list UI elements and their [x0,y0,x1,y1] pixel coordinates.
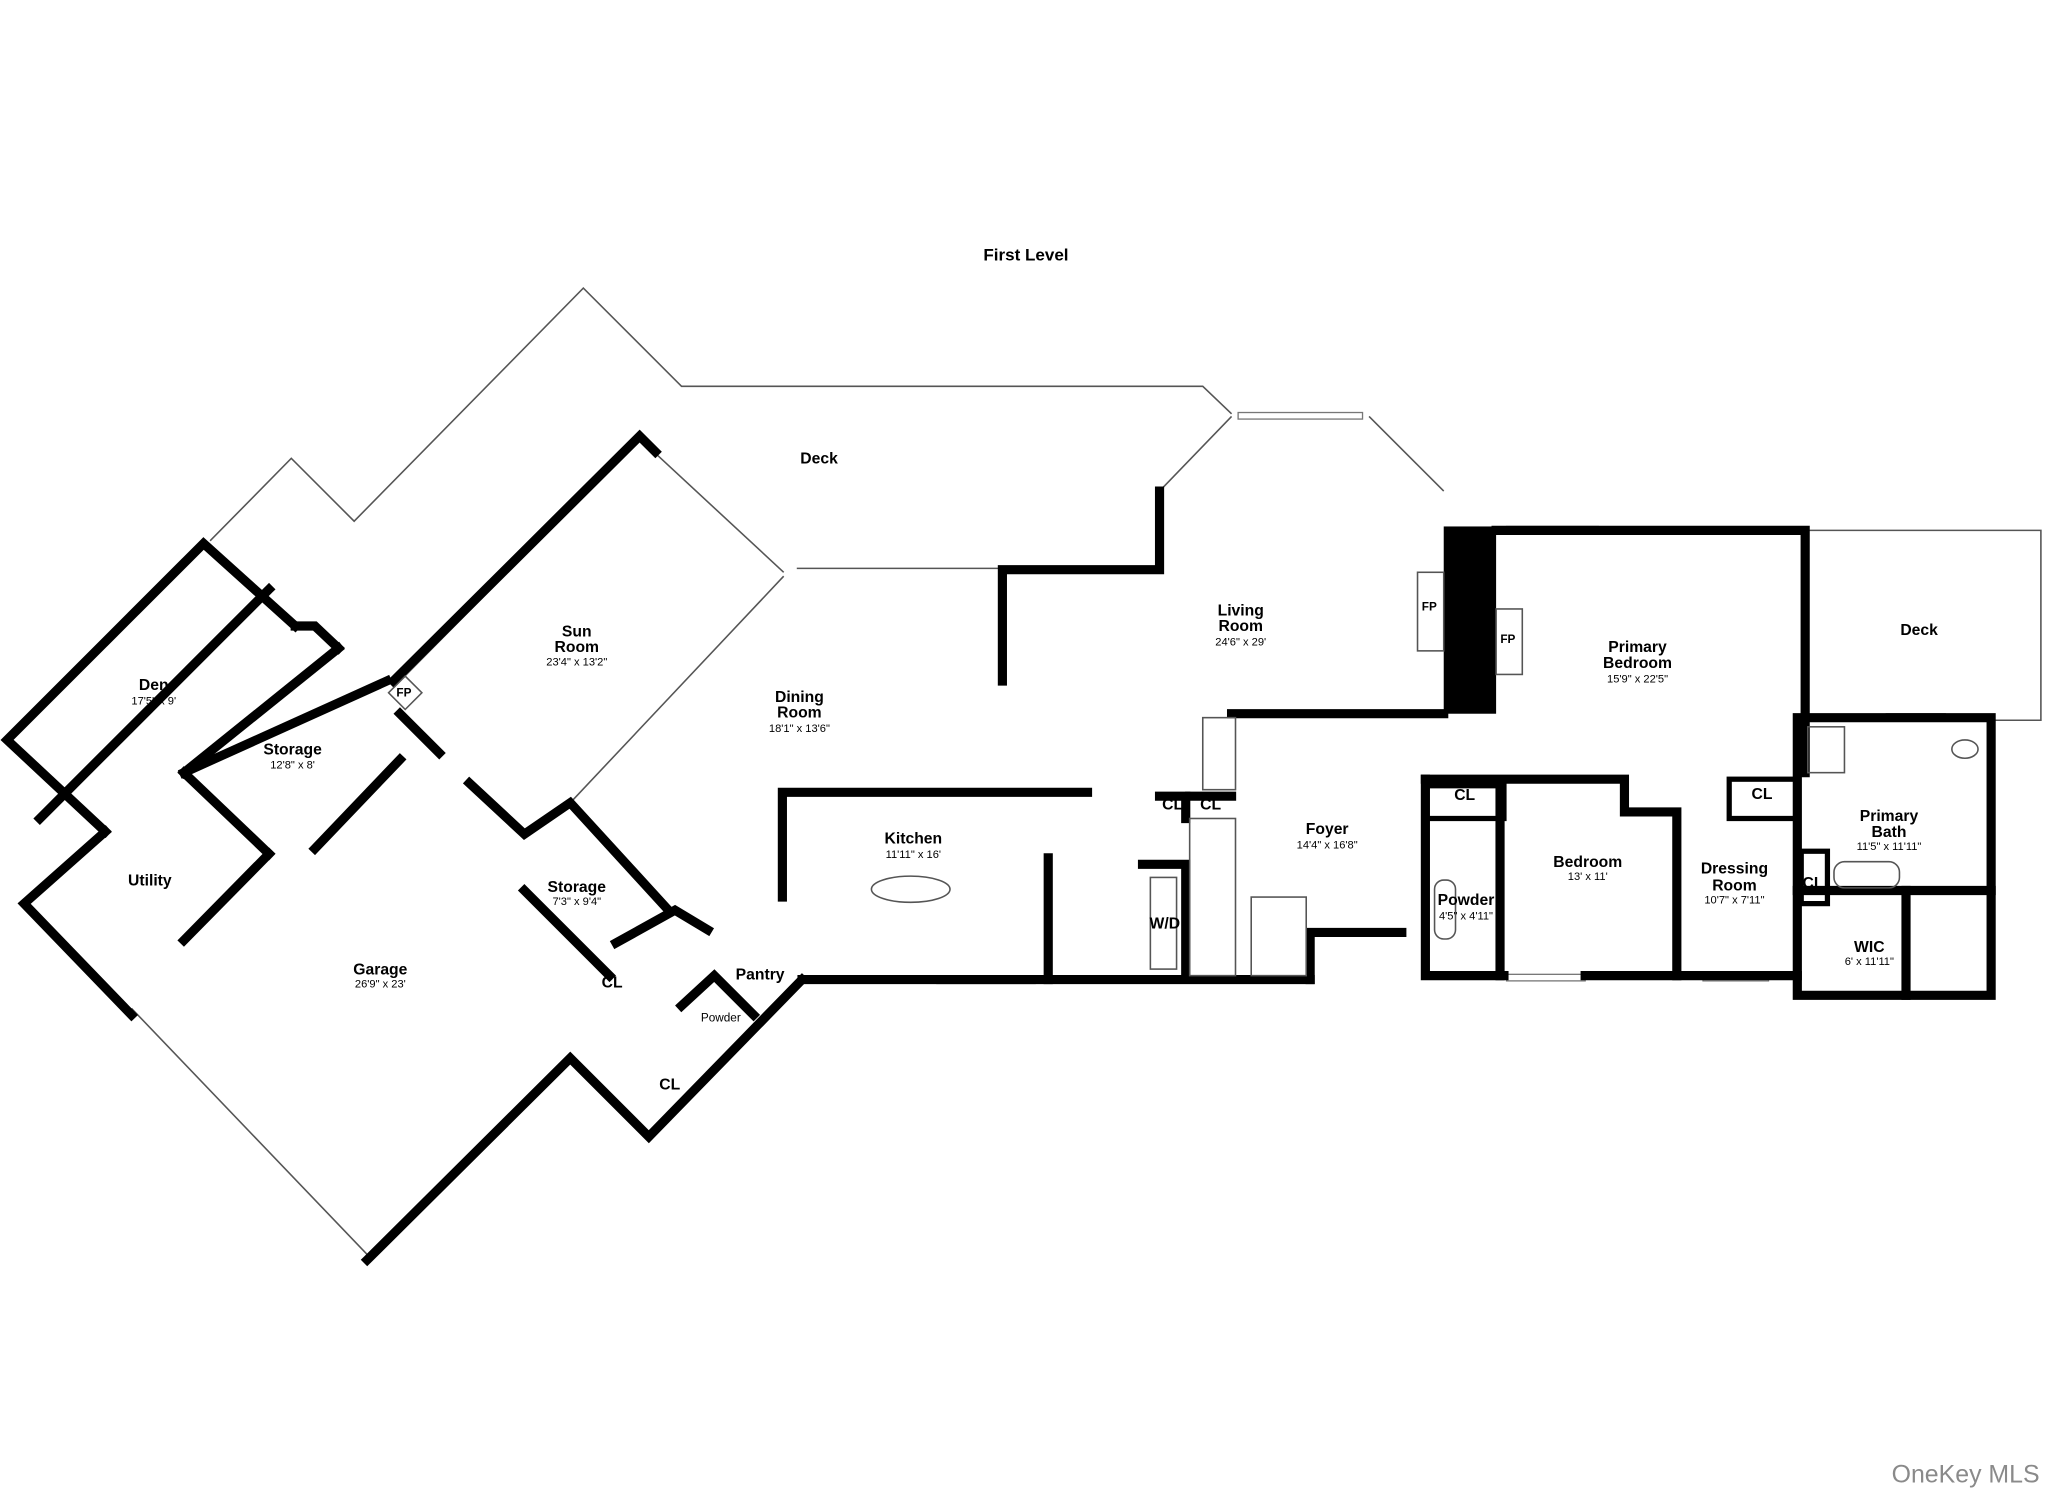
fireplace-bedroom [1495,608,1524,676]
fireplace-living [1416,571,1445,652]
room-living-room: Living [1218,603,1264,620]
room-deck-east: Deck [1900,622,1938,639]
room-wd: W/D [1150,915,1181,932]
kitchen-island [870,875,951,904]
room-labels: Deck Deck Den 17'5" x 9' Storage 12'8" x… [128,451,1938,1094]
svg-text:4'5" x 4'11": 4'5" x 4'11" [1439,910,1493,922]
room-utility: Utility [128,872,172,889]
room-dressing-room: Dressing [1701,860,1768,877]
svg-text:18'1" x 13'6": 18'1" x 13'6" [769,723,830,735]
fireplace-label: FP [1500,633,1515,646]
room-primary-bath: Primary [1860,808,1919,825]
svg-text:Room: Room [555,639,600,656]
room-garage: Garage [353,961,407,978]
svg-text:17'5" x 9': 17'5" x 9' [131,696,176,708]
room-primary-bedroom: Primary [1608,639,1667,656]
svg-text:10'7" x 7'11": 10'7" x 7'11" [1704,895,1764,907]
closet-label: CL [659,1077,680,1094]
fireplace-sunroom [387,674,423,711]
room-den: Den [139,677,169,694]
room-dining-room: Dining [775,689,824,706]
room-bedroom: Bedroom [1553,854,1622,871]
room-deck-main: Deck [800,451,838,468]
washer-dryer [1149,876,1178,970]
svg-text:Bath: Bath [1872,824,1907,841]
room-storage: Storage [263,741,322,758]
svg-text:14'4" x 16'8": 14'4" x 16'8" [1297,840,1358,852]
svg-text:Room: Room [777,705,822,722]
room-pantry: Pantry [736,967,785,984]
svg-text:23'4" x 13'2": 23'4" x 13'2" [546,656,607,668]
bathtub [1833,860,1901,889]
toilet [1951,739,1979,760]
svg-text:11'5" x 11'11": 11'5" x 11'11" [1857,841,1922,853]
room-powder-2: Powder [1438,892,1495,909]
room-powder-1: Powder [701,1011,741,1024]
stairs-down [1250,896,1308,977]
closet-label: CL [1803,875,1824,892]
room-foyer: Foyer [1306,821,1349,838]
svg-text:Room: Room [1218,618,1262,635]
svg-text:13' x 11': 13' x 11' [1568,871,1608,883]
fixtures [387,571,1979,977]
room-storage-2: Storage [548,879,607,896]
room-kitchen: Kitchen [885,830,943,847]
closet-label: CL [1751,786,1772,803]
fireplace-label: FP [396,687,411,700]
closet-label: CL [1454,787,1475,804]
shower [1807,726,1846,774]
svg-text:7'3" x 9'4": 7'3" x 9'4" [552,896,601,908]
room-sun-room: Sun [562,623,592,640]
deck-outline [209,286,2042,722]
watermark: OneKey MLS [1892,1460,2040,1488]
room-wic: WIC [1854,939,1885,956]
toilet-powder [1433,879,1457,940]
svg-text:26'9" x 23': 26'9" x 23' [355,978,406,990]
closet-label: CL [1162,796,1183,813]
svg-text:11'11" x 16': 11'11" x 16' [886,849,941,861]
stairs-up [1201,716,1237,791]
closet-label: CL [602,974,623,991]
svg-text:12'8" x 8': 12'8" x 8' [270,760,315,772]
closet-label: CL [1200,796,1221,813]
svg-text:Bedroom: Bedroom [1603,655,1672,672]
svg-text:24'6" x 29': 24'6" x 29' [1215,637,1266,649]
svg-text:15'9" x 22'5": 15'9" x 22'5" [1607,673,1668,685]
fireplace-label: FP [1422,600,1437,613]
svg-text:6' x 11'11": 6' x 11'11" [1845,956,1894,968]
stairs [1188,817,1237,977]
svg-text:Room: Room [1712,878,1757,895]
walls [0,429,1996,1267]
level-title: First Level [983,246,1068,265]
